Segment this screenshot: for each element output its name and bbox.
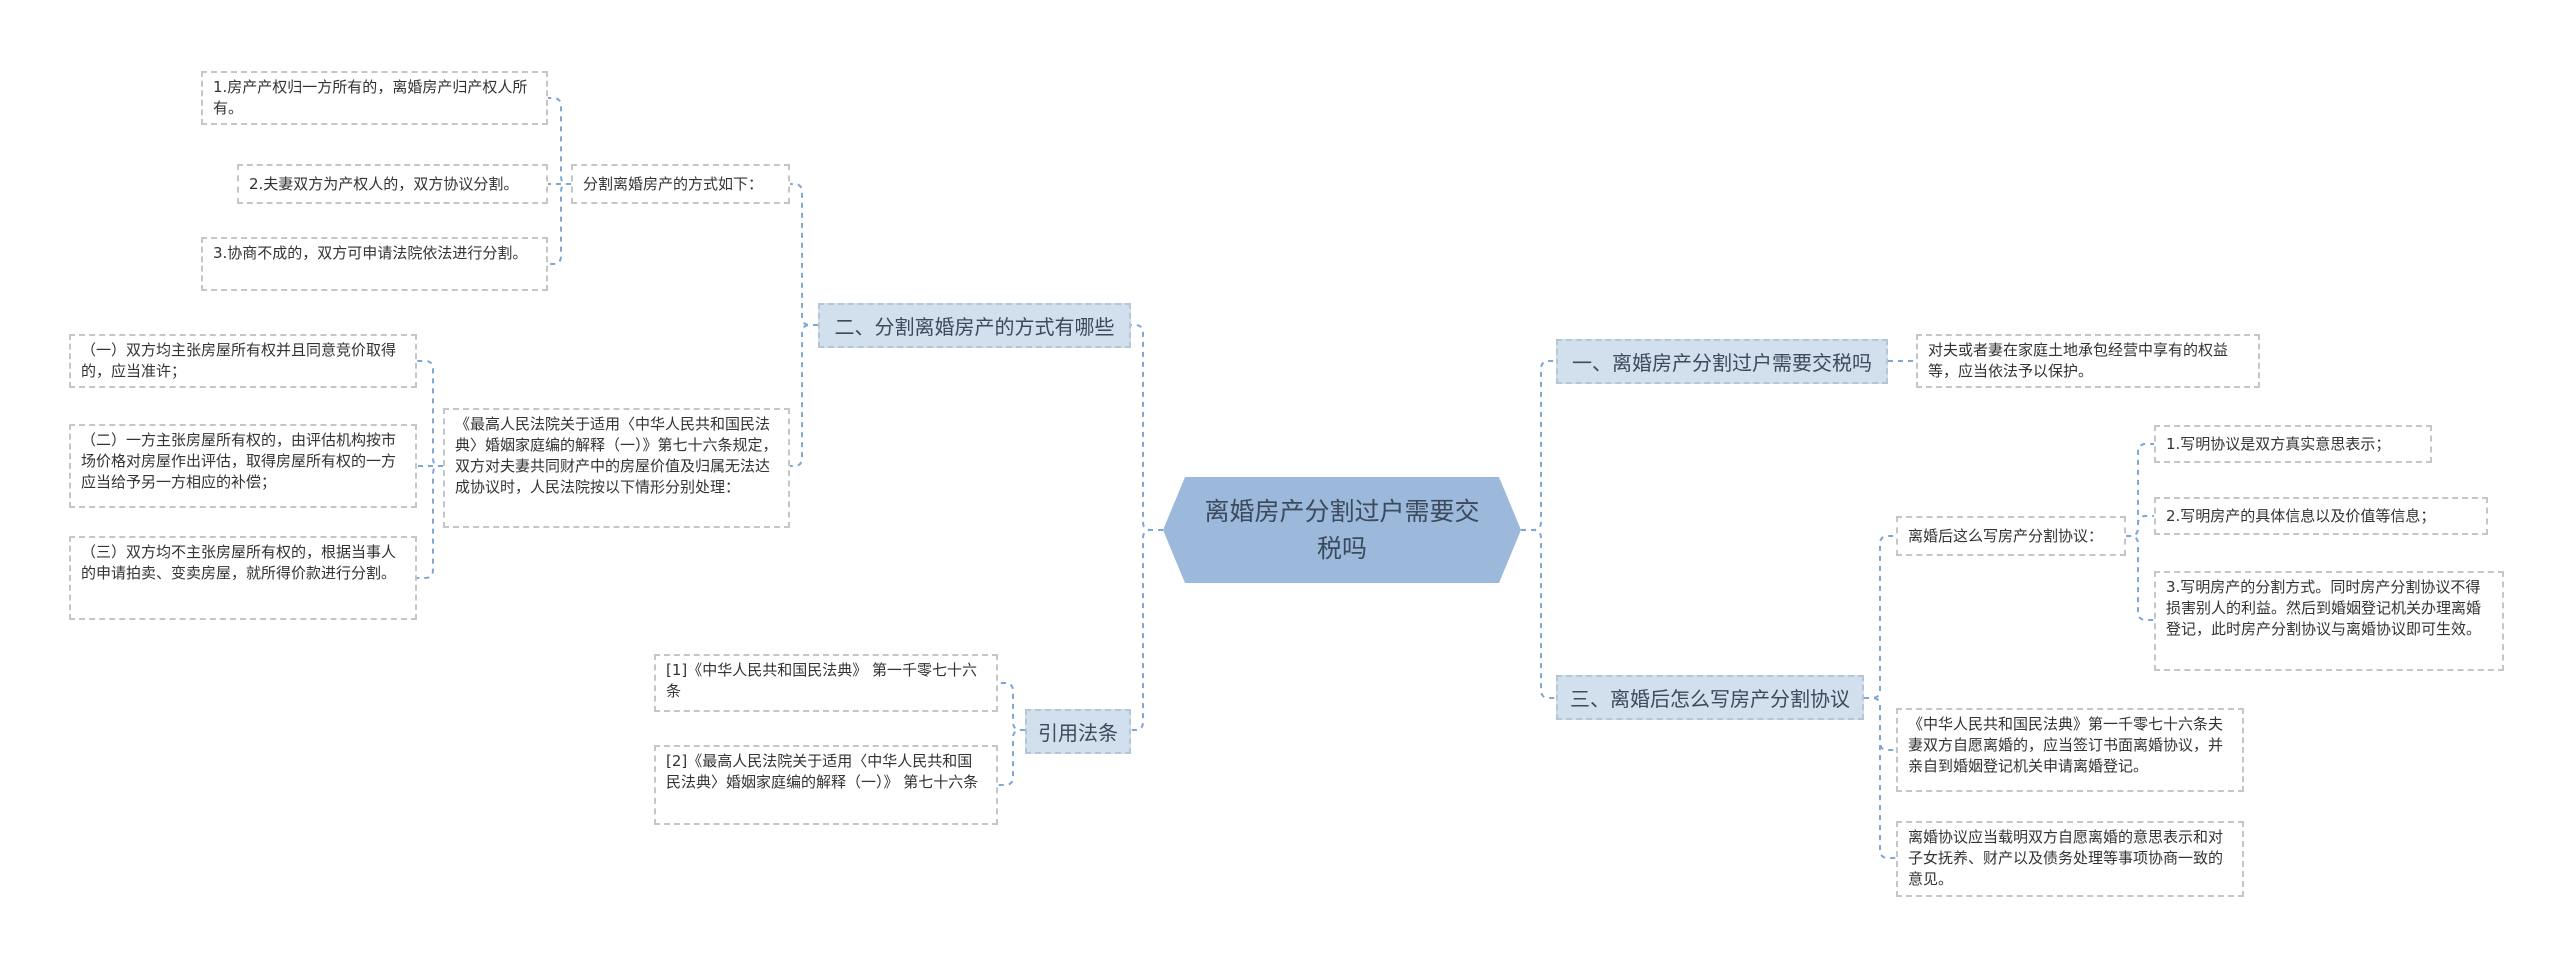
leaf-how-header-text: 离婚后这么写房产分割协议： xyxy=(1908,526,2104,545)
leaf-civil-code-article[interactable]: 《中华人民共和国民法典》第一千零七十六条夫妻双方自愿离婚的，应当签订书面离婚协议… xyxy=(1896,708,2244,792)
leaf-way-2-text: 2.夫妻双方为产权人的，双方协议分割。 xyxy=(249,174,519,193)
leaf-how-2[interactable]: 2.写明房产的具体信息以及价值等信息； xyxy=(2154,497,2488,535)
branch-division-methods-label: 二、分割离婚房产的方式有哪些 xyxy=(834,315,1115,339)
leaf-case-3[interactable]: （三）双方均不主张房屋所有权的，根据当事人的申请拍卖、变卖房屋，就所得价款进行分… xyxy=(69,536,417,620)
branch-tax-question[interactable]: 一、离婚房产分割过户需要交税吗 xyxy=(1556,339,1888,384)
leaf-tax-answer-text: 对夫或者妻在家庭土地承包经营中享有的权益等，应当依法予以保护。 xyxy=(1928,341,2229,380)
leaf-how-3[interactable]: 3.写明房产的分割方式。同时房产分割协议不得损害别人的利益。然后到婚姻登记机关办… xyxy=(2154,571,2504,671)
branch-agreement-writing-label: 三、离婚后怎么写房产分割协议 xyxy=(1570,687,1850,711)
leaf-way-1[interactable]: 1.房产产权归一方所有的，离婚房产归产权人所有。 xyxy=(201,71,548,125)
branch-agreement-writing[interactable]: 三、离婚后怎么写房产分割协议 xyxy=(1556,675,1864,720)
edge-root-b2 xyxy=(1131,324,1163,531)
branch-tax-question-label: 一、离婚房产分割过户需要交税吗 xyxy=(1572,351,1872,375)
edge-b3-how xyxy=(1864,535,1896,699)
edge-how-1 xyxy=(2126,443,2154,537)
central-topic[interactable]: 离婚房产分割过户需要交税吗 xyxy=(1163,477,1521,583)
leaf-reference-1[interactable]: [1]《中华人民共和国民法典》 第一千零七十六条 xyxy=(654,654,998,712)
branch-division-methods[interactable]: 二、分割离婚房产的方式有哪些 xyxy=(818,303,1131,348)
leaf-case-3-text: （三）双方均不主张房屋所有权的，根据当事人的申请拍卖、变卖房屋，就所得价款进行分… xyxy=(81,543,397,582)
central-topic-label: 离婚房产分割过户需要交税吗 xyxy=(1204,497,1480,563)
leaf-judicial-interpretation-text: 《最高人民法院关于适用〈中华人民共和国民法典〉婚姻家庭编的解释（一）》第七十六条… xyxy=(455,415,778,496)
leaf-way-3-text: 3.协商不成的，双方可申请法院依法进行分割。 xyxy=(213,244,528,262)
leaf-way-3[interactable]: 3.协商不成的，双方可申请法院依法进行分割。 xyxy=(201,237,548,291)
leaf-judicial-interpretation[interactable]: 《最高人民法院关于适用〈中华人民共和国民法典〉婚姻家庭编的解释（一）》第七十六条… xyxy=(443,408,790,528)
edge-how-3 xyxy=(2126,535,2154,621)
leaf-agreement-content-text: 离婚协议应当载明双方自愿离婚的意思表示和对子女抚养、财产以及债务处理等事项协商一… xyxy=(1908,828,2224,888)
edge-ways-3 xyxy=(548,183,571,265)
leaf-how-header[interactable]: 离婚后这么写房产分割协议： xyxy=(1896,516,2126,556)
edge-b2-ways xyxy=(790,183,818,326)
edge-root-b3 xyxy=(1521,529,1556,699)
leaf-case-1-text: （一）双方均主张房屋所有权并且同意竞价取得的，应当准许； xyxy=(81,341,397,380)
edge-b2-judicial xyxy=(790,324,818,467)
edge-root-b4 xyxy=(1131,529,1163,731)
leaf-reference-1-text: [1]《中华人民共和国民法典》 第一千零七十六条 xyxy=(666,661,978,700)
leaf-how-1[interactable]: 1.写明协议是双方真实意思表示； xyxy=(2154,425,2432,463)
leaf-how-3-text: 3.写明房产的分割方式。同时房产分割协议不得损害别人的利益。然后到婚姻登记机关办… xyxy=(2166,578,2482,638)
edge-jud-1 xyxy=(417,360,443,467)
leaf-ways-header-text: 分割离婚房产的方式如下： xyxy=(583,174,764,193)
branch-cited-laws-label: 引用法条 xyxy=(1038,721,1118,745)
edge-ways-1 xyxy=(548,97,571,185)
leaf-way-2[interactable]: 2.夫妻双方为产权人的，双方协议分割。 xyxy=(237,164,548,204)
leaf-civil-code-article-text: 《中华人民共和国民法典》第一千零七十六条夫妻双方自愿离婚的，应当签订书面离婚协议… xyxy=(1908,715,2224,775)
edge-root-b1 xyxy=(1521,360,1556,531)
edge-jud-3 xyxy=(417,465,443,579)
leaf-reference-2[interactable]: [2]《最高人民法院关于适用〈中华人民共和国民法典〉婚姻家庭编的解释（一）》 第… xyxy=(654,745,998,825)
leaf-agreement-content[interactable]: 离婚协议应当载明双方自愿离婚的意思表示和对子女抚养、财产以及债务处理等事项协商一… xyxy=(1896,821,2244,897)
leaf-how-2-text: 2.写明房产的具体信息以及价值等信息； xyxy=(2166,506,2436,525)
edge-b4-ref2 xyxy=(998,729,1025,786)
leaf-case-2[interactable]: （二）一方主张房屋所有权的，由评估机构按市场价格对房屋作出评估，取得房屋所有权的… xyxy=(69,424,417,508)
edge-b3-content xyxy=(1864,697,1896,859)
leaf-how-1-text: 1.写明协议是双方真实意思表示； xyxy=(2166,434,2391,453)
edge-how-2 xyxy=(2126,515,2154,537)
leaf-tax-answer[interactable]: 对夫或者妻在家庭土地承包经营中享有的权益等，应当依法予以保护。 xyxy=(1916,334,2260,388)
leaf-case-2-text: （二）一方主张房屋所有权的，由评估机构按市场价格对房屋作出评估，取得房屋所有权的… xyxy=(81,431,397,491)
leaf-reference-2-text: [2]《最高人民法院关于适用〈中华人民共和国民法典〉婚姻家庭编的解释（一）》 第… xyxy=(666,752,979,791)
branch-cited-laws[interactable]: 引用法条 xyxy=(1025,709,1131,754)
edge-b4-ref1 xyxy=(998,682,1025,731)
leaf-ways-header[interactable]: 分割离婚房产的方式如下： xyxy=(571,164,790,204)
leaf-case-1[interactable]: （一）双方均主张房屋所有权并且同意竞价取得的，应当准许； xyxy=(69,334,417,388)
leaf-way-1-text: 1.房产产权归一方所有的，离婚房产归产权人所有。 xyxy=(213,78,528,117)
